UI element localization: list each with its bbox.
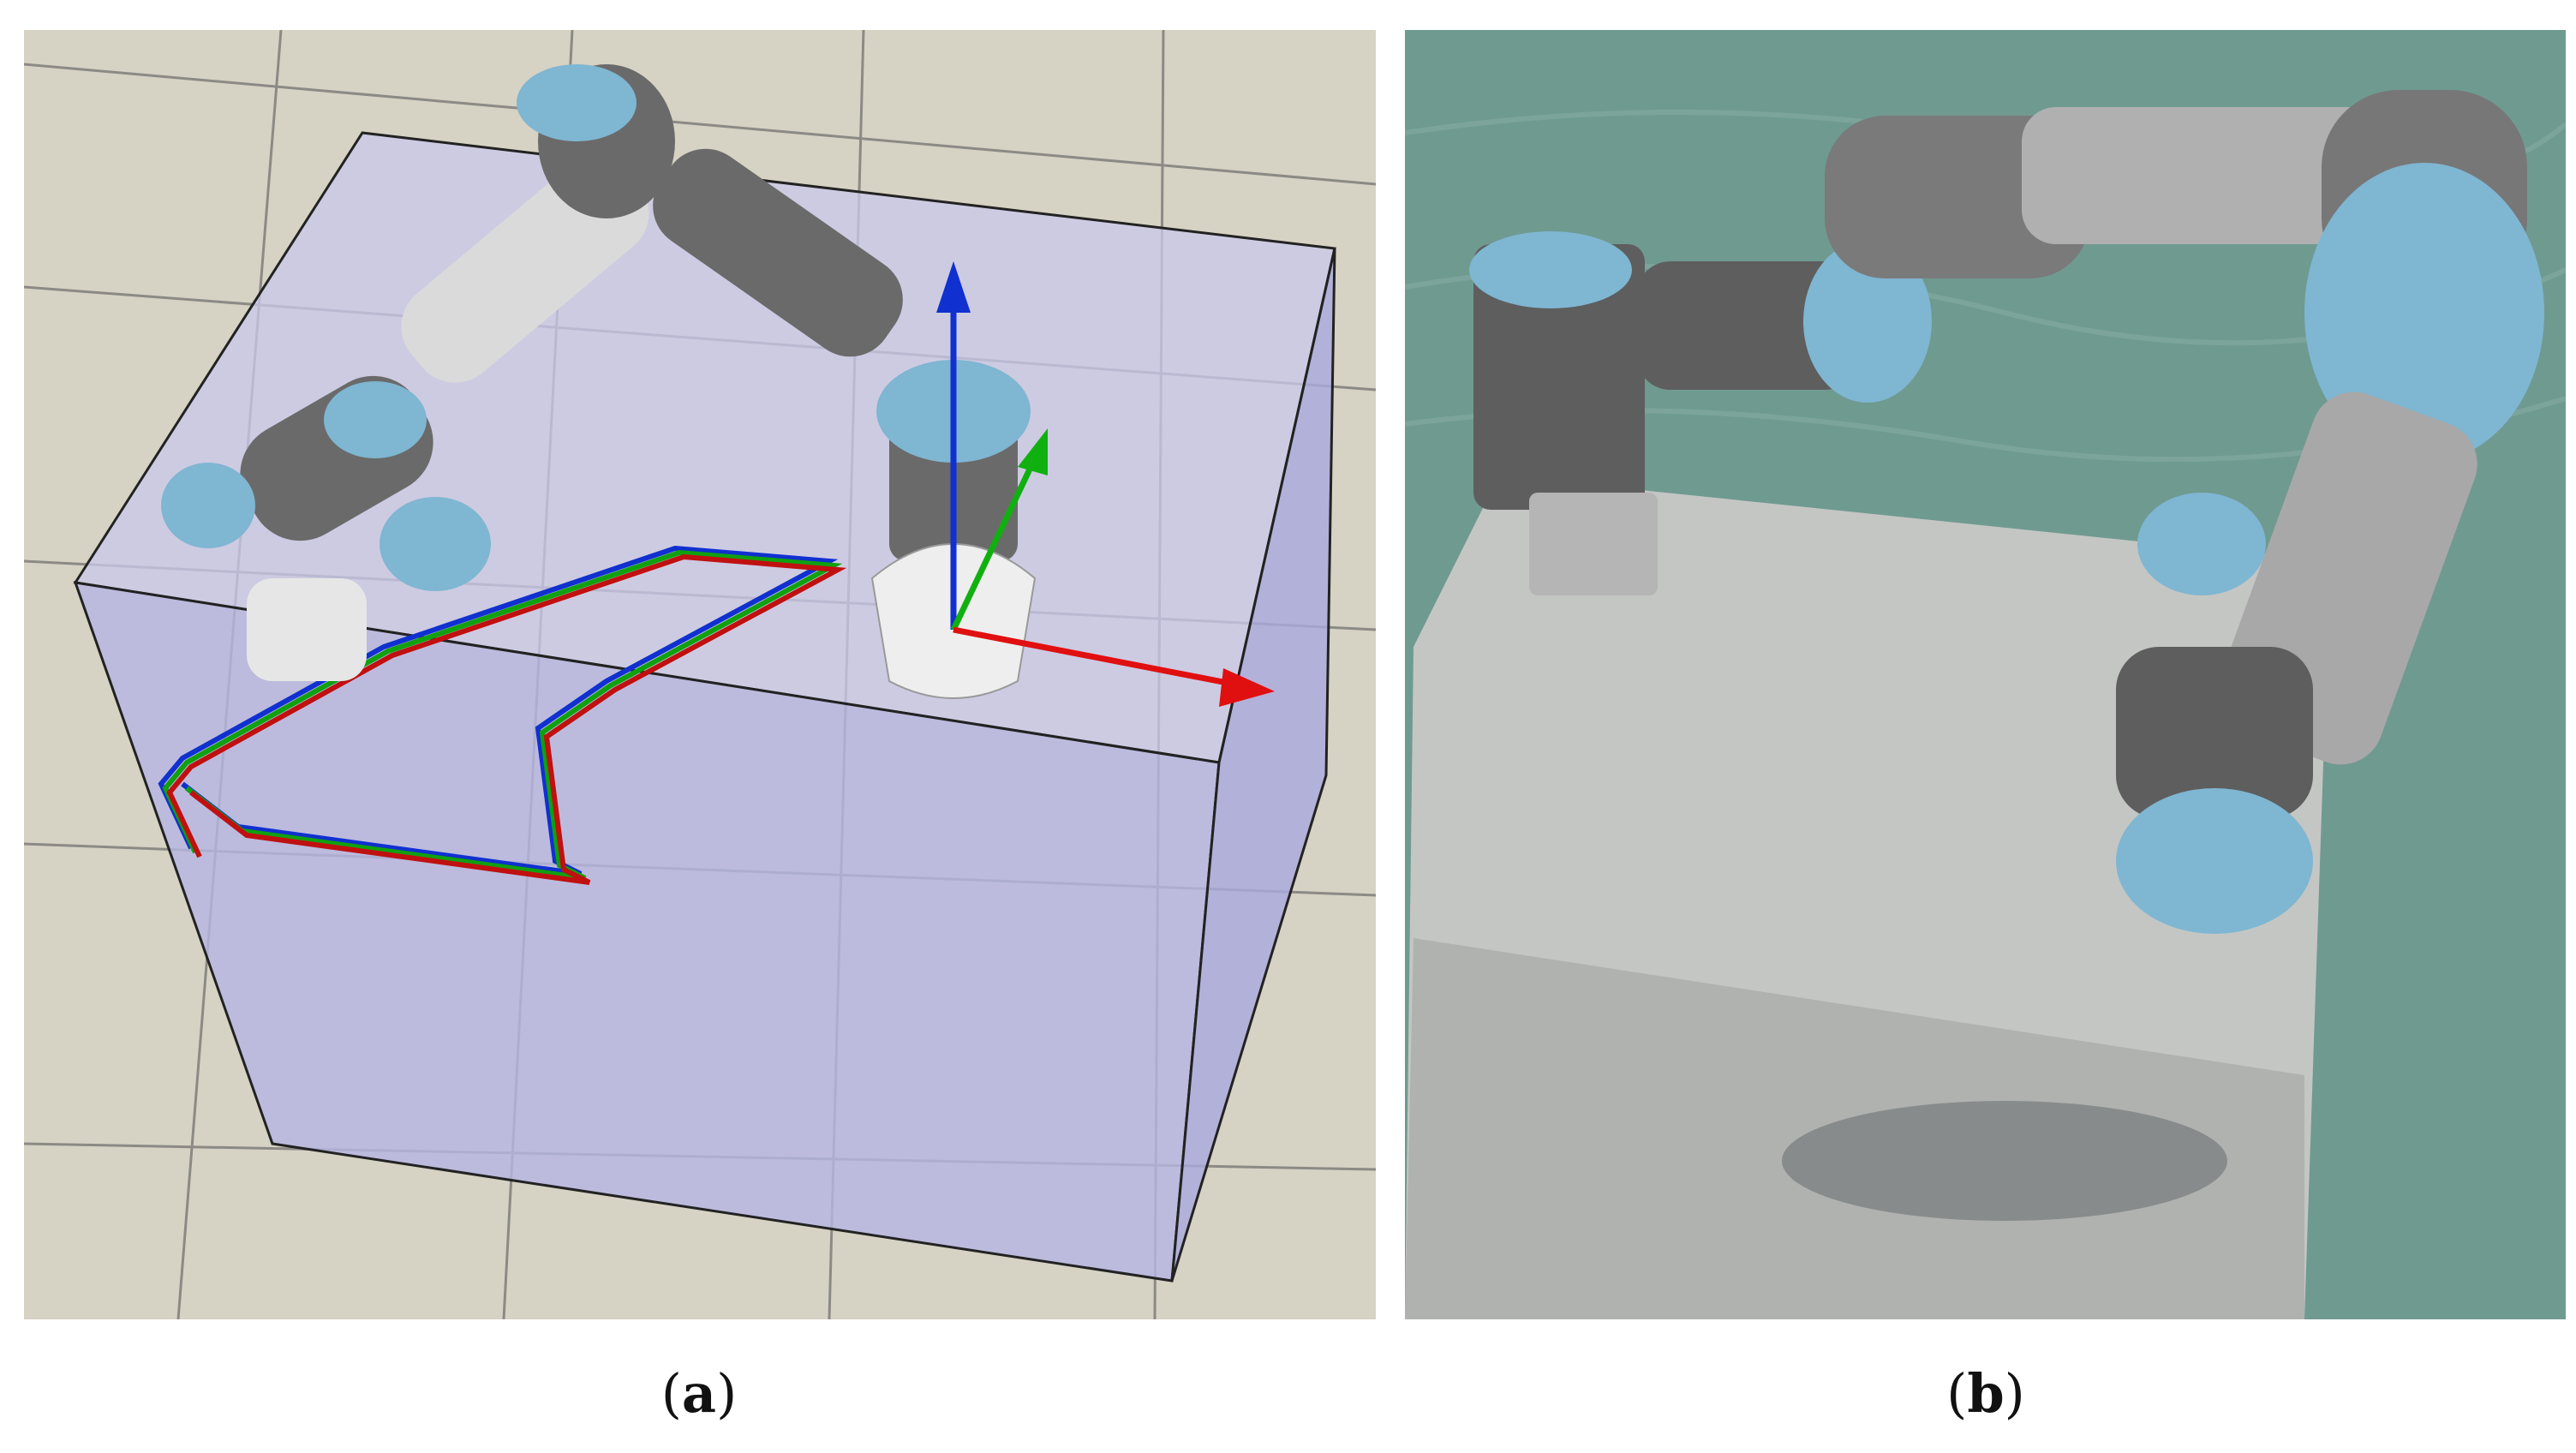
panel-b-photo-image <box>1405 30 2566 1319</box>
coordinate-axes <box>936 261 1275 707</box>
workspace-box <box>73 131 1336 1283</box>
simulation-render <box>24 30 1376 1319</box>
caption-a-label: a <box>681 1362 717 1425</box>
caption-a: (a) <box>660 1362 738 1425</box>
caption-b-label: b <box>1967 1362 2005 1425</box>
arm-shadow <box>1782 1101 2227 1221</box>
trajectory-path <box>158 545 847 885</box>
panel-a-simulation-image <box>24 30 1376 1319</box>
physical-robot-arm <box>1469 90 2544 934</box>
caption-b: (b) <box>1946 1362 2025 1425</box>
robot-photo <box>1405 30 2566 1319</box>
